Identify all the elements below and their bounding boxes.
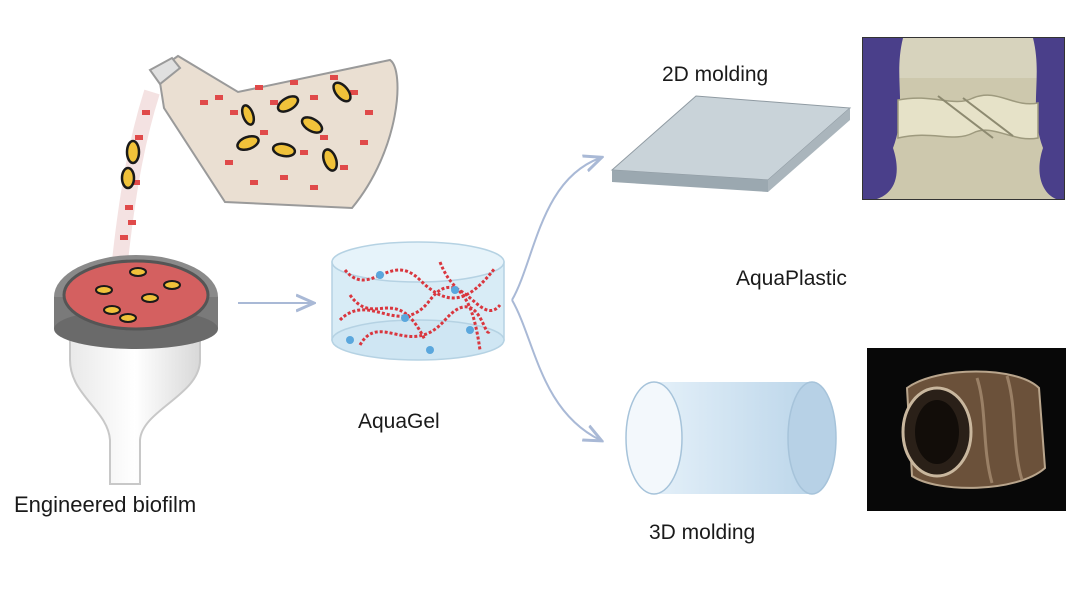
arrow-to-3d-molding (511, 299, 600, 440)
aquagel-illustration (331, 241, 505, 361)
molding-3d-label: 3D molding (649, 521, 756, 544)
molding-2d-label: 2D molding (662, 63, 769, 86)
cylinder-3d (625, 381, 837, 495)
right-glove (1033, 38, 1064, 199)
flask-fibers (200, 75, 373, 190)
aquaplastic-label: AquaPlastic (736, 267, 847, 290)
aquaplastic-film-photo (862, 37, 1065, 200)
left-glove (863, 38, 903, 199)
engineered-biofilm-label: Engineered biofilm (14, 492, 197, 517)
filter-funnel (54, 255, 218, 485)
slab-2d (610, 95, 852, 192)
aquagel-label: AquaGel (358, 410, 440, 433)
pouring-stream (110, 89, 160, 281)
aquaplastic-tube-photo (867, 348, 1066, 511)
arrow-to-2d-molding (511, 158, 600, 301)
erlenmeyer-flask (148, 54, 399, 210)
flask-cells (236, 81, 352, 172)
